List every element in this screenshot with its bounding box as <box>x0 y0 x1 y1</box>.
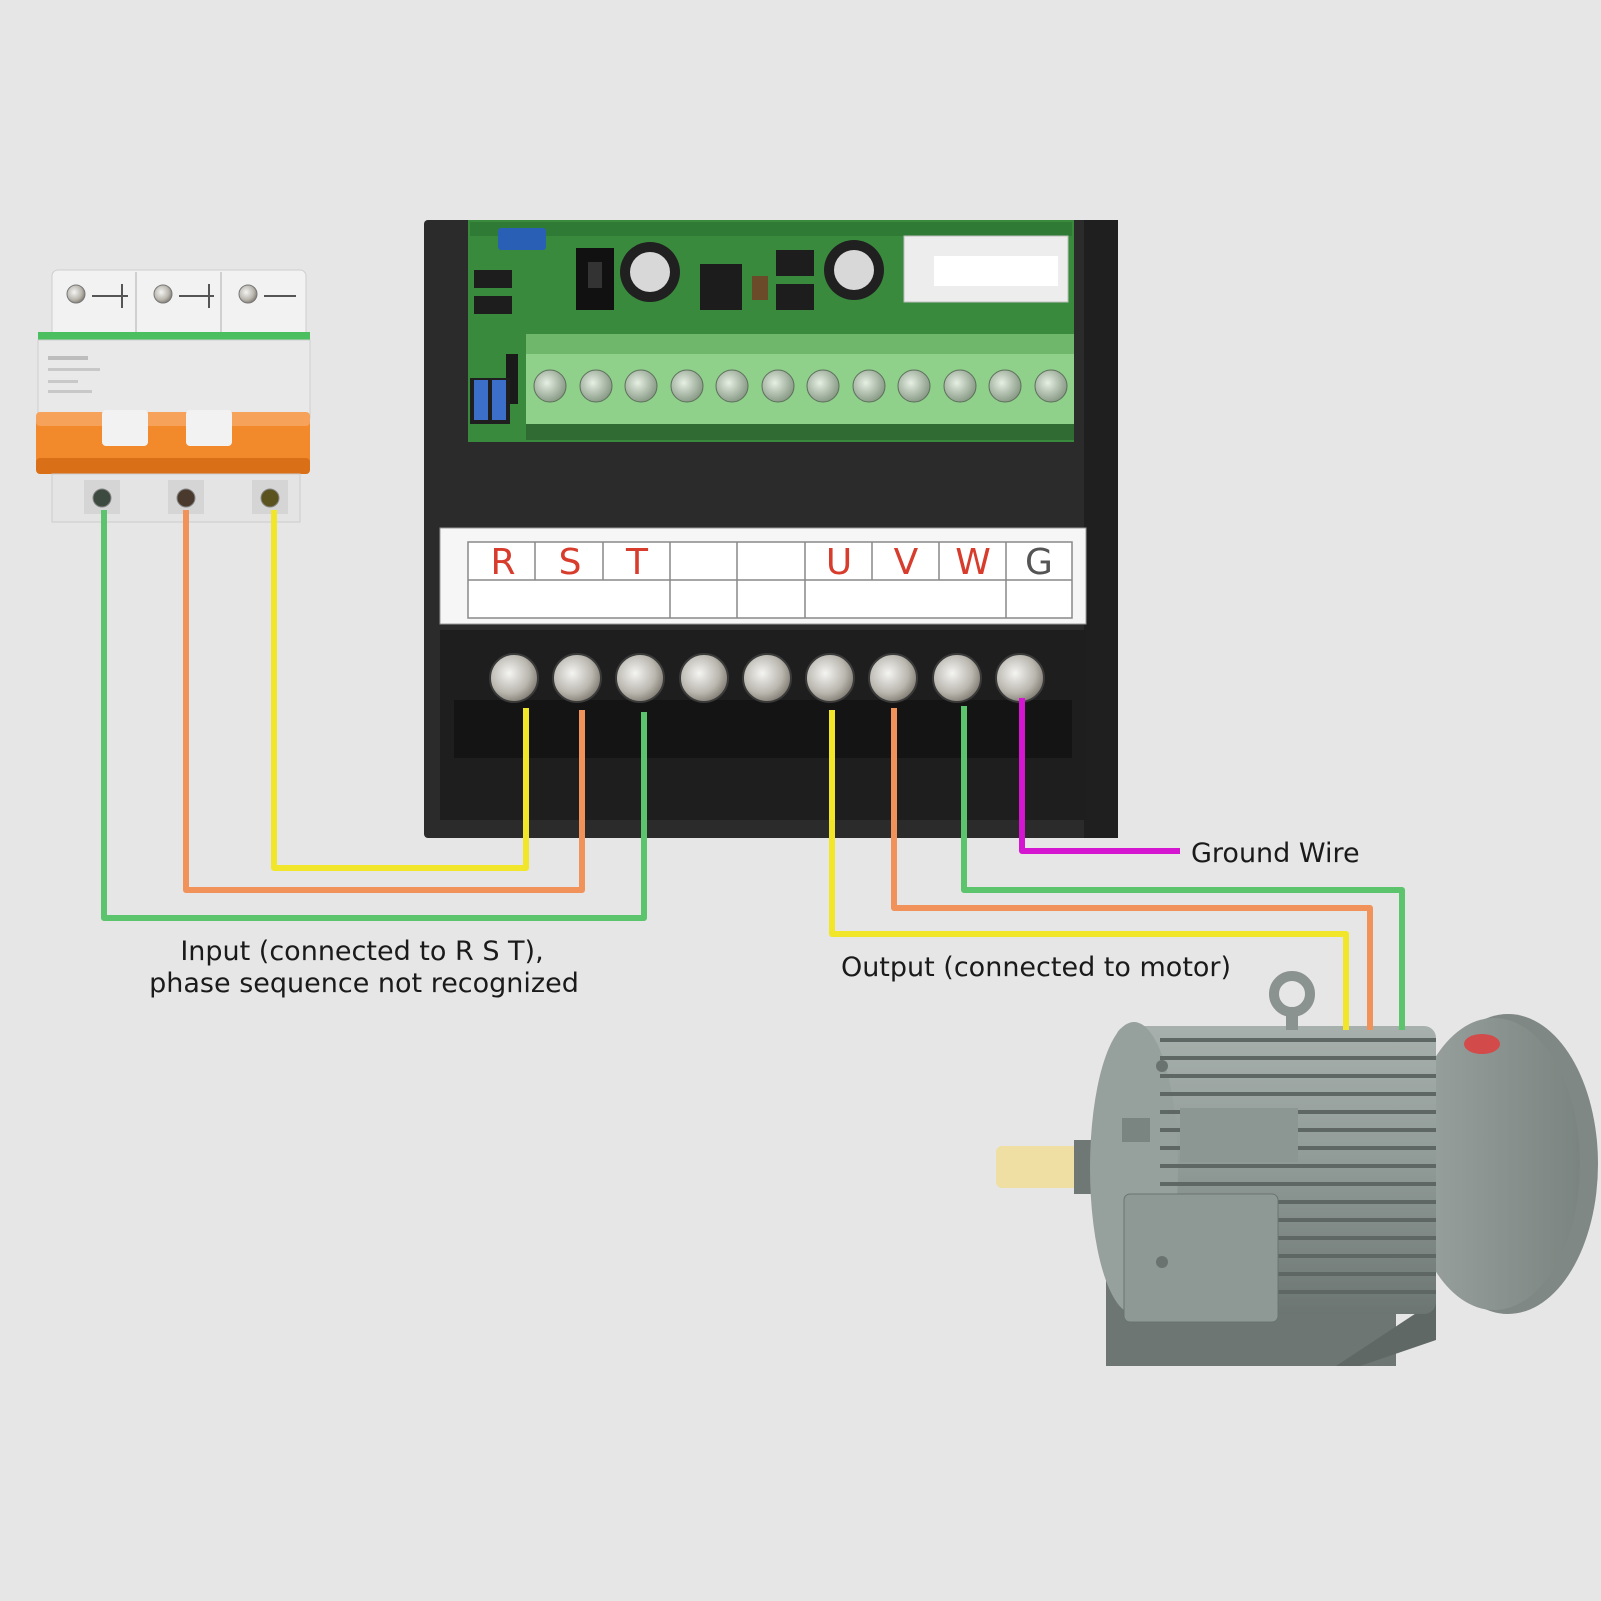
output-wire-yellow <box>829 710 1349 1030</box>
terminal-label-t: T <box>625 542 649 583</box>
power-terminal-screws <box>489 653 1045 703</box>
input-wire-yellow <box>271 510 529 871</box>
power-terminal-label-plate: R S T U V W G <box>439 527 1087 625</box>
input-wire-orange <box>183 510 585 893</box>
ground-wire-label: Ground Wire <box>1191 838 1360 869</box>
output-wire-green <box>961 706 1405 1030</box>
output-wires <box>829 698 1405 1030</box>
input-wires <box>101 510 647 921</box>
motor-frame <box>1090 1022 1436 1323</box>
output-label: Output (connected to motor) <box>841 952 1231 983</box>
input-wire-green <box>101 510 647 921</box>
control-terminal-strip <box>526 334 1074 440</box>
breaker-output-terminal-1 <box>84 480 120 514</box>
control-terminal-screws <box>533 369 1068 403</box>
capacitor-1 <box>620 242 680 302</box>
terminal-label-w: W <box>955 542 991 583</box>
breaker-top-screw-3 <box>238 284 296 304</box>
motor-lifting-eye <box>1269 971 1315 1030</box>
capacitor-2 <box>824 240 884 300</box>
motor <box>996 971 1598 1366</box>
terminal-label-g: G <box>1025 542 1053 583</box>
breaker-top-screw-1 <box>66 284 128 308</box>
terminal-label-u: U <box>826 542 852 583</box>
breaker-orange-handles <box>36 410 310 474</box>
dip-switch <box>470 378 510 424</box>
input-label-line-1: Input (connected to R S T), <box>180 936 543 967</box>
input-label-line-2: phase sequence not recognized <box>149 968 579 999</box>
terminal-label-r: R <box>490 542 515 583</box>
motor-rear-cap <box>1408 1014 1598 1314</box>
inverter: R S T U V W G <box>424 220 1118 838</box>
breaker-top-screw-2 <box>153 284 214 308</box>
breaker-output-terminal-2 <box>168 480 204 514</box>
terminal-label-s: S <box>559 542 582 583</box>
terminal-label-v: V <box>894 542 919 583</box>
power-terminal-block <box>440 630 1086 820</box>
breaker-output-terminal-3 <box>252 480 288 514</box>
ground-wire <box>1019 698 1180 854</box>
output-wire-orange <box>891 708 1373 1030</box>
circuit-breaker <box>36 269 311 523</box>
